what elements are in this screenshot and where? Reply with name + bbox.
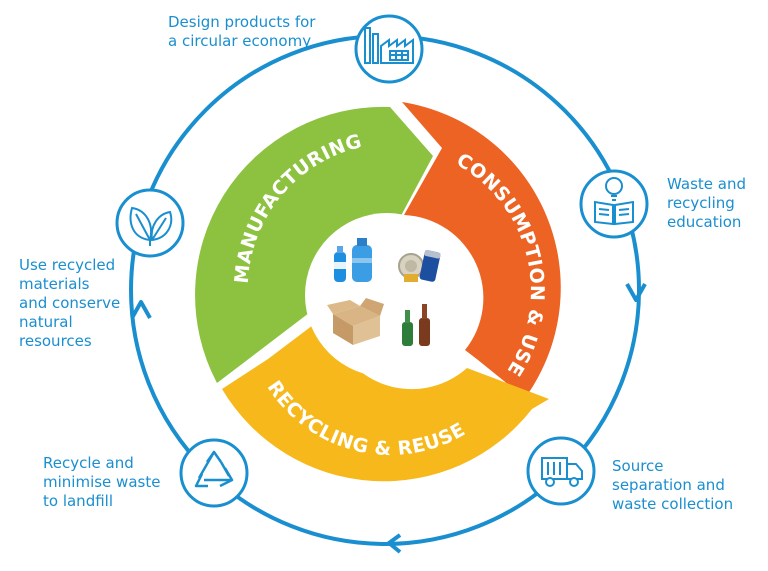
collection-stage-node	[526, 436, 596, 506]
arrow-left-up-icon	[130, 300, 152, 319]
book-lightbulb-icon	[594, 177, 634, 226]
glass-bottles-icon	[402, 304, 430, 346]
manufacturing-segment	[195, 106, 433, 383]
design-stage-node	[354, 14, 424, 84]
recycle-icon	[194, 450, 234, 488]
recycling-segment	[222, 313, 549, 482]
cardboard-box-icon	[327, 298, 384, 345]
arrow-right-down-icon	[625, 283, 647, 302]
leaves-icon	[129, 206, 173, 246]
resources-caption: Use recycled materials and conserve natu…	[19, 256, 121, 350]
landfill-stage-node	[179, 438, 249, 508]
arrow-bottom-left-icon	[387, 533, 402, 554]
education-stage-node	[579, 169, 649, 239]
education-caption: Waste and recycling education	[667, 175, 746, 231]
cans-icon	[398, 250, 441, 282]
center-circle	[305, 213, 469, 377]
garbage-truck-icon	[541, 457, 583, 487]
collection-caption: Source separation and waste collection	[612, 457, 734, 513]
design-caption: Design products for a circular economy	[168, 13, 316, 50]
factory-icon	[364, 27, 414, 64]
landfill-caption: Recycle and minimise waste to landfill	[43, 454, 161, 510]
resources-stage-node	[115, 188, 185, 258]
plastic-bottles-icon	[334, 238, 372, 282]
consumption-segment	[402, 102, 561, 398]
